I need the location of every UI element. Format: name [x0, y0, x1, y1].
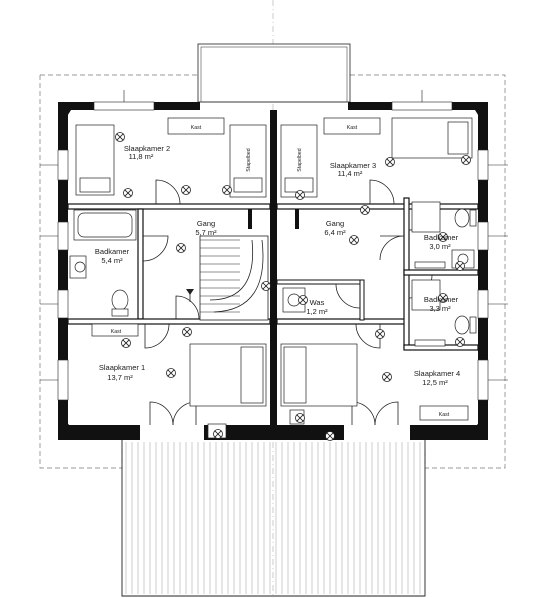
- lamp-icon: [261, 281, 271, 291]
- furniture-label-kast-1: Kast: [191, 125, 202, 131]
- lamp-icon: [115, 132, 125, 142]
- lamp-icon: [360, 205, 370, 215]
- room-name-gang-right: Gang: [326, 219, 344, 228]
- room-name-badkamer-right-bottom: Badkamer: [424, 295, 459, 304]
- lamp-icon: [455, 261, 465, 271]
- lamp-icon: [455, 337, 465, 347]
- top-balcony: [197, 43, 351, 103]
- staircase: [186, 235, 269, 321]
- lamp-icon: [438, 293, 448, 303]
- room-name-badkamer-right-top: Badkamer: [424, 233, 459, 242]
- lamp-icon: [176, 243, 186, 253]
- room-area-slaapkamer2: 11,8 m²: [129, 152, 154, 161]
- room-name-slaapkamer4: Slaapkamer 4: [414, 369, 460, 378]
- lamp-icon: [123, 188, 133, 198]
- room-name-was: Was: [310, 298, 325, 307]
- lamp-icon: [181, 185, 191, 195]
- room-name-slaapkamer1: Slaapkamer 1: [99, 363, 145, 372]
- outer-walls: [40, 90, 508, 440]
- furniture-label-kast-4: Kast: [439, 412, 450, 418]
- lamp-icon: [166, 368, 176, 378]
- lamp-icon: [213, 429, 223, 439]
- room-name-slaapkamer3: Slaapkamer 3: [330, 161, 376, 170]
- furniture-label-kast-3: Kast: [111, 329, 122, 335]
- room-area-badkamer-left: 5,4 m²: [101, 256, 123, 265]
- lamp-icon: [438, 232, 448, 242]
- furniture-label-kast-2: Kast: [347, 125, 358, 131]
- room-area-badkamer-right-bottom: 3,3 m²: [429, 304, 451, 313]
- furniture-label-stapelbed-1: Stapelbed: [246, 148, 252, 171]
- lamp-icon: [385, 157, 395, 167]
- lamp-icon: [325, 431, 335, 441]
- terrace: [121, 440, 426, 597]
- lamp-icon: [298, 295, 308, 305]
- lamp-icon: [295, 413, 305, 423]
- room-area-badkamer-right-top: 3,0 m²: [429, 242, 451, 251]
- lamp-icon: [461, 155, 471, 165]
- room-area-was: 1,2 m²: [306, 307, 328, 316]
- lamp-icon: [182, 327, 192, 337]
- interior-walls: [67, 110, 479, 425]
- lamp-icon: [295, 190, 305, 200]
- lamp-icon: [382, 372, 392, 382]
- lamp-icon: [121, 338, 131, 348]
- furniture-label-stapelbed-2: Stapelbed: [297, 148, 303, 171]
- room-name-badkamer-left: Badkamer: [95, 247, 130, 256]
- furniture: [69, 117, 477, 439]
- room-name-slaapkamer2: Slaapkamer 2: [124, 144, 170, 153]
- room-area-slaapkamer4: 12,5 m²: [422, 378, 448, 387]
- room-area-slaapkamer1: 13,7 m²: [107, 373, 133, 382]
- room-area-slaapkamer3: 11,4 m²: [338, 169, 363, 178]
- lamp-icon: [375, 329, 385, 339]
- lamp-icon: [222, 185, 232, 195]
- lamp-icon: [349, 235, 359, 245]
- ceiling-lamps: [115, 132, 471, 441]
- room-name-gang-left: Gang: [197, 219, 215, 228]
- room-area-gang-right: 6,4 m²: [324, 228, 346, 237]
- room-area-gang-left: 5,7 m²: [195, 228, 217, 237]
- room-labels: Slaapkamer 2 11,8 m² Slaapkamer 3 11,4 m…: [95, 144, 460, 387]
